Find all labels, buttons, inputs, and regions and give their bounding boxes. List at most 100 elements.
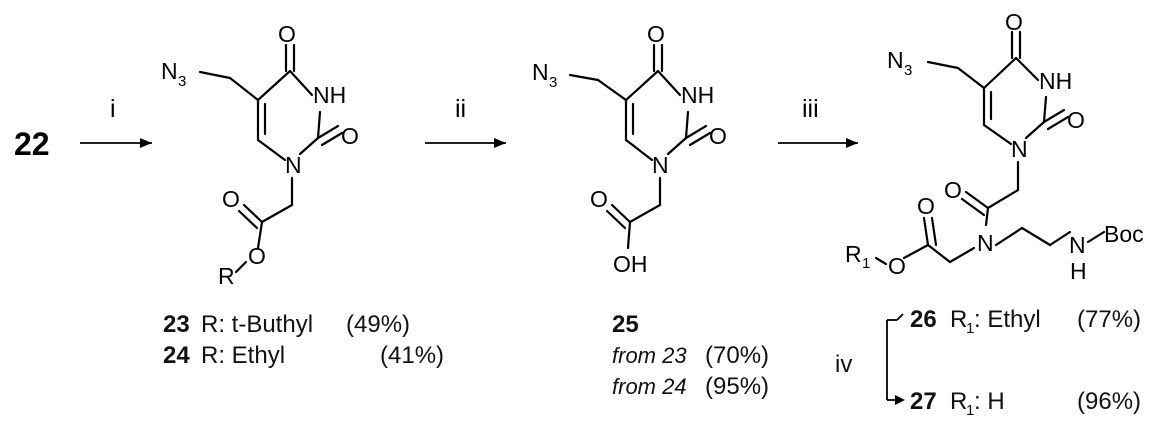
bond (1020, 226, 1052, 247)
bond (1042, 95, 1048, 124)
atom-r: R (218, 263, 235, 289)
bracket-iv-arrow-head (895, 395, 905, 405)
atom-o-top: O (1005, 9, 1023, 35)
compound-23-text: R: t-Buthyl (201, 311, 313, 338)
bond (986, 188, 1020, 210)
structure-ester-23-24: O NH O N N 3 O O R (161, 21, 359, 289)
bond (1048, 230, 1072, 247)
bond (596, 78, 628, 102)
step-iii-label: iii (802, 95, 819, 123)
start-compound-number: 22 (14, 126, 50, 162)
bond (260, 203, 294, 224)
bond (624, 69, 660, 102)
arrow-head-i (140, 138, 152, 148)
atom-o-carbonyl: O (222, 186, 240, 212)
atom-h: H (1070, 258, 1087, 284)
bond (874, 256, 888, 266)
atom-o-right: O (709, 123, 727, 149)
bond (956, 66, 986, 90)
bond (320, 131, 344, 147)
step-iv-label: iv (835, 351, 852, 378)
compound-27-r: R (950, 388, 967, 415)
bond (198, 70, 232, 80)
bond (242, 203, 264, 224)
compound-24-text: R: Ethyl (201, 342, 285, 369)
atom-n1: N (285, 152, 302, 178)
atom-o-ester: O (888, 253, 906, 279)
atom-o-right: O (341, 123, 359, 149)
atom-azide-sub: 3 (904, 62, 912, 79)
compound-24-number: 24 (163, 342, 190, 369)
atom-nh: NH (1039, 68, 1072, 94)
bond (234, 260, 248, 274)
bond (256, 220, 264, 250)
bond (948, 246, 976, 264)
bond (926, 60, 960, 70)
compound-23-number: 23 (163, 311, 190, 338)
bond (1086, 230, 1106, 244)
bond (298, 136, 320, 156)
bond (610, 203, 632, 224)
compound-27-number: 27 (910, 388, 937, 415)
bond (626, 220, 632, 250)
atom-azide-sub: 3 (549, 74, 557, 91)
atom-o-ester-carbonyl: O (917, 193, 935, 219)
atom-o-ester: O (248, 243, 266, 269)
atom-azide-sub: 3 (178, 73, 186, 90)
bond (960, 197, 986, 217)
bond (316, 124, 340, 140)
compound-25-from24-yield: (95%) (705, 373, 769, 400)
atom-o-top: O (647, 21, 665, 47)
atom-azide: N (161, 58, 178, 84)
bond (964, 190, 990, 210)
atom-azide: N (532, 59, 549, 85)
atom-r1-sub: 1 (862, 255, 870, 272)
bond (568, 73, 600, 82)
compound-24-yield: (41%) (380, 342, 444, 369)
atom-oh: OH (613, 251, 648, 277)
structure-acid-25: O NH O N N 3 O OH (532, 21, 727, 277)
bond (926, 243, 952, 264)
compound-26-text: : Ethyl (974, 306, 1041, 333)
compound-27-r-sub: 1 (966, 402, 974, 419)
bond (684, 124, 708, 140)
bond (1014, 56, 1040, 82)
bond (902, 243, 930, 260)
bond (982, 123, 1013, 146)
bond (316, 110, 322, 140)
atom-nh: NH (313, 82, 346, 108)
compound-25-number: 25 (612, 311, 639, 338)
atom-o-carbonyl: O (590, 186, 608, 212)
atom-n-backbone: N (977, 230, 994, 256)
bond (1042, 108, 1066, 124)
bond (656, 69, 682, 97)
atom-azide: N (887, 47, 904, 73)
bond (994, 226, 1024, 247)
compound-26-r-sub: 1 (966, 320, 974, 337)
bond (624, 138, 654, 162)
arrow-head-ii (494, 138, 506, 148)
bond (982, 56, 1018, 90)
atom-o-amide: O (944, 177, 962, 203)
compound-23-yield: (49%) (346, 311, 410, 338)
bond (605, 209, 627, 230)
arrow-head-iii (846, 138, 858, 148)
bond (688, 131, 712, 147)
bond (666, 136, 688, 156)
atom-r1: R (845, 241, 862, 267)
compound-27-text: : H (974, 388, 1005, 415)
atom-boc: Boc (1104, 221, 1144, 247)
bond (628, 203, 662, 224)
bond (930, 216, 938, 247)
atom-n1: N (652, 152, 669, 178)
compound-27-yield: (96%) (1077, 388, 1141, 415)
bond (1024, 120, 1046, 140)
bond (922, 216, 930, 247)
bond (228, 76, 260, 102)
atom-n-boc: N (1069, 232, 1086, 258)
bond (256, 138, 287, 162)
bond (684, 110, 690, 140)
label-compound-24: 24 (163, 342, 190, 369)
atom-nh: NH (681, 82, 714, 108)
